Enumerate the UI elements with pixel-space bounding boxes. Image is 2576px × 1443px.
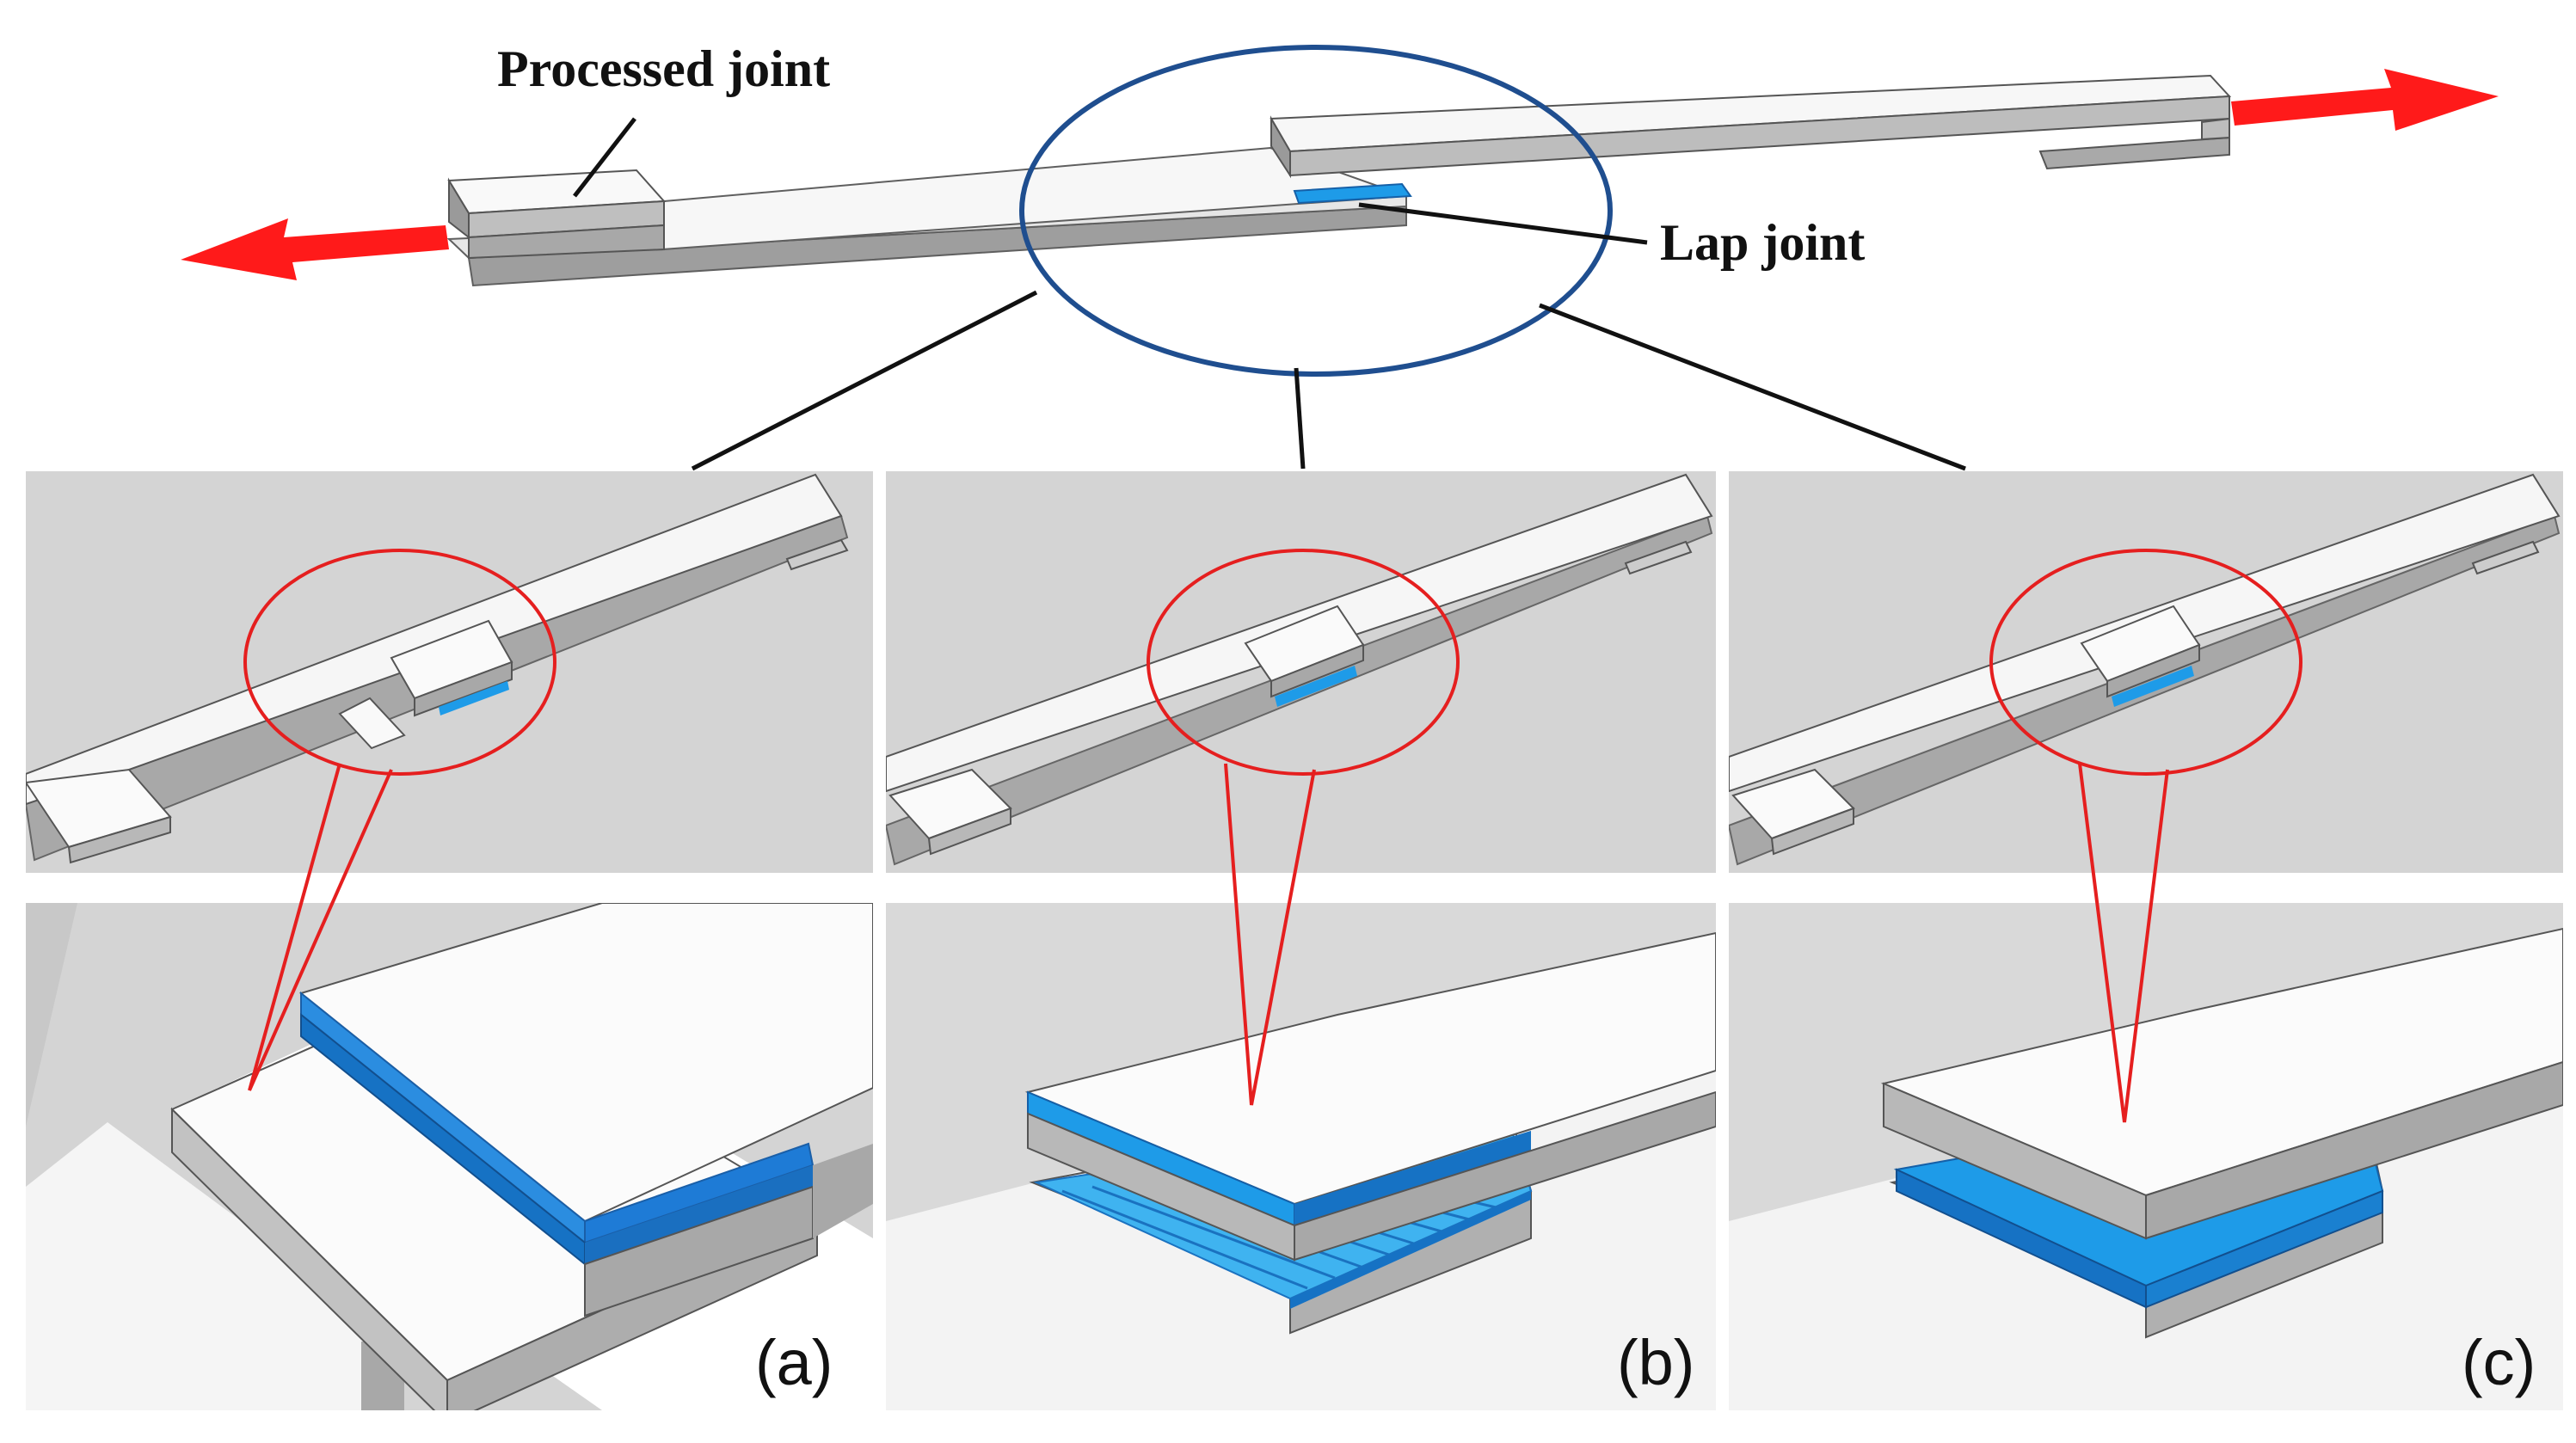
leader-line-a: [691, 290, 1038, 471]
panel-a-overview: [26, 471, 873, 873]
lap-joint-adhesive: [1293, 182, 1412, 205]
leader-line-c: [1539, 303, 1966, 471]
lap-joint-zoom-ellipse: [1019, 45, 1613, 377]
panel-a-label: (a): [755, 1327, 833, 1398]
panel-a-callout-pointer: [248, 763, 393, 1091]
processed-joint-pointer: [573, 117, 636, 198]
left-load-arrow: [181, 218, 449, 280]
panel-c-overview: [1729, 471, 2563, 873]
panel-c-zoom: (c): [1729, 903, 2563, 1410]
panel-c-callout-ellipse: [1989, 549, 2302, 776]
panel-a-callout-ellipse: [243, 549, 556, 776]
panel-c-callout-pointer: [2078, 763, 2169, 1123]
right-load-arrow: [2231, 69, 2499, 131]
panel-b-callout-pointer: [1224, 763, 1316, 1106]
upper-adherend: [1270, 74, 2232, 179]
panel-b-zoom: (b): [886, 903, 1716, 1410]
lap-joint-pointer: [1358, 202, 1648, 245]
overview-specimen: Processed joint Lap joint: [181, 40, 2499, 471]
processed-joint-tab: [447, 169, 667, 260]
lap-joint-label: Lap joint: [1660, 214, 1865, 271]
panel-b-label: (b): [1617, 1327, 1694, 1398]
panel-c-label: (c): [2462, 1327, 2536, 1398]
panel-a-zoom: (a): [26, 903, 873, 1410]
panel-b-callout-ellipse: [1147, 549, 1460, 776]
lower-adherend: [446, 146, 1407, 287]
processed-joint-label: Processed joint: [497, 40, 830, 97]
leader-line-b: [1294, 367, 1306, 470]
panel-b-overview: [886, 471, 1716, 873]
